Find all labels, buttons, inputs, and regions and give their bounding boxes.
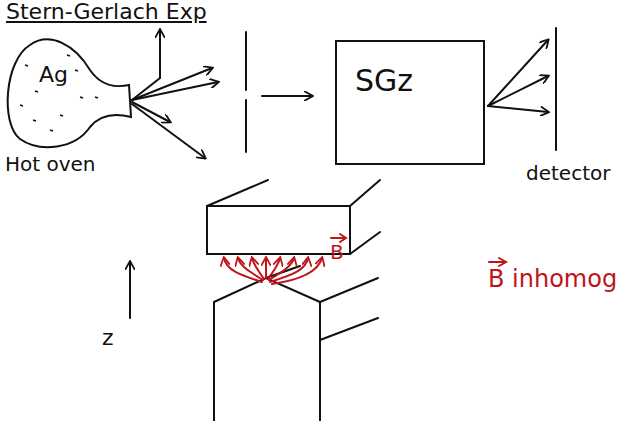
detector-label: detector xyxy=(526,162,610,184)
field-note: B inhomog xyxy=(488,266,617,292)
title: Stern-Gerlach Exp xyxy=(6,0,207,24)
slit xyxy=(245,32,247,152)
magnet-lower-pole xyxy=(214,266,378,421)
field-lines xyxy=(224,234,506,284)
atom-beam xyxy=(132,30,218,158)
detector-screen xyxy=(555,28,557,150)
z-axis xyxy=(129,262,131,318)
oven-label: Hot oven xyxy=(5,153,96,175)
split-beams xyxy=(488,40,548,112)
field-label: B xyxy=(330,241,344,263)
oven-outline xyxy=(5,35,132,155)
apparatus-label: SGz xyxy=(355,64,413,97)
oven: AgHot oven xyxy=(5,35,132,155)
sg-apparatus: SGz xyxy=(335,40,485,165)
beam-arrow xyxy=(262,95,312,97)
axis-label: z xyxy=(102,326,114,350)
element-label: Ag xyxy=(39,63,68,87)
magnet-upper-pole xyxy=(207,180,380,254)
